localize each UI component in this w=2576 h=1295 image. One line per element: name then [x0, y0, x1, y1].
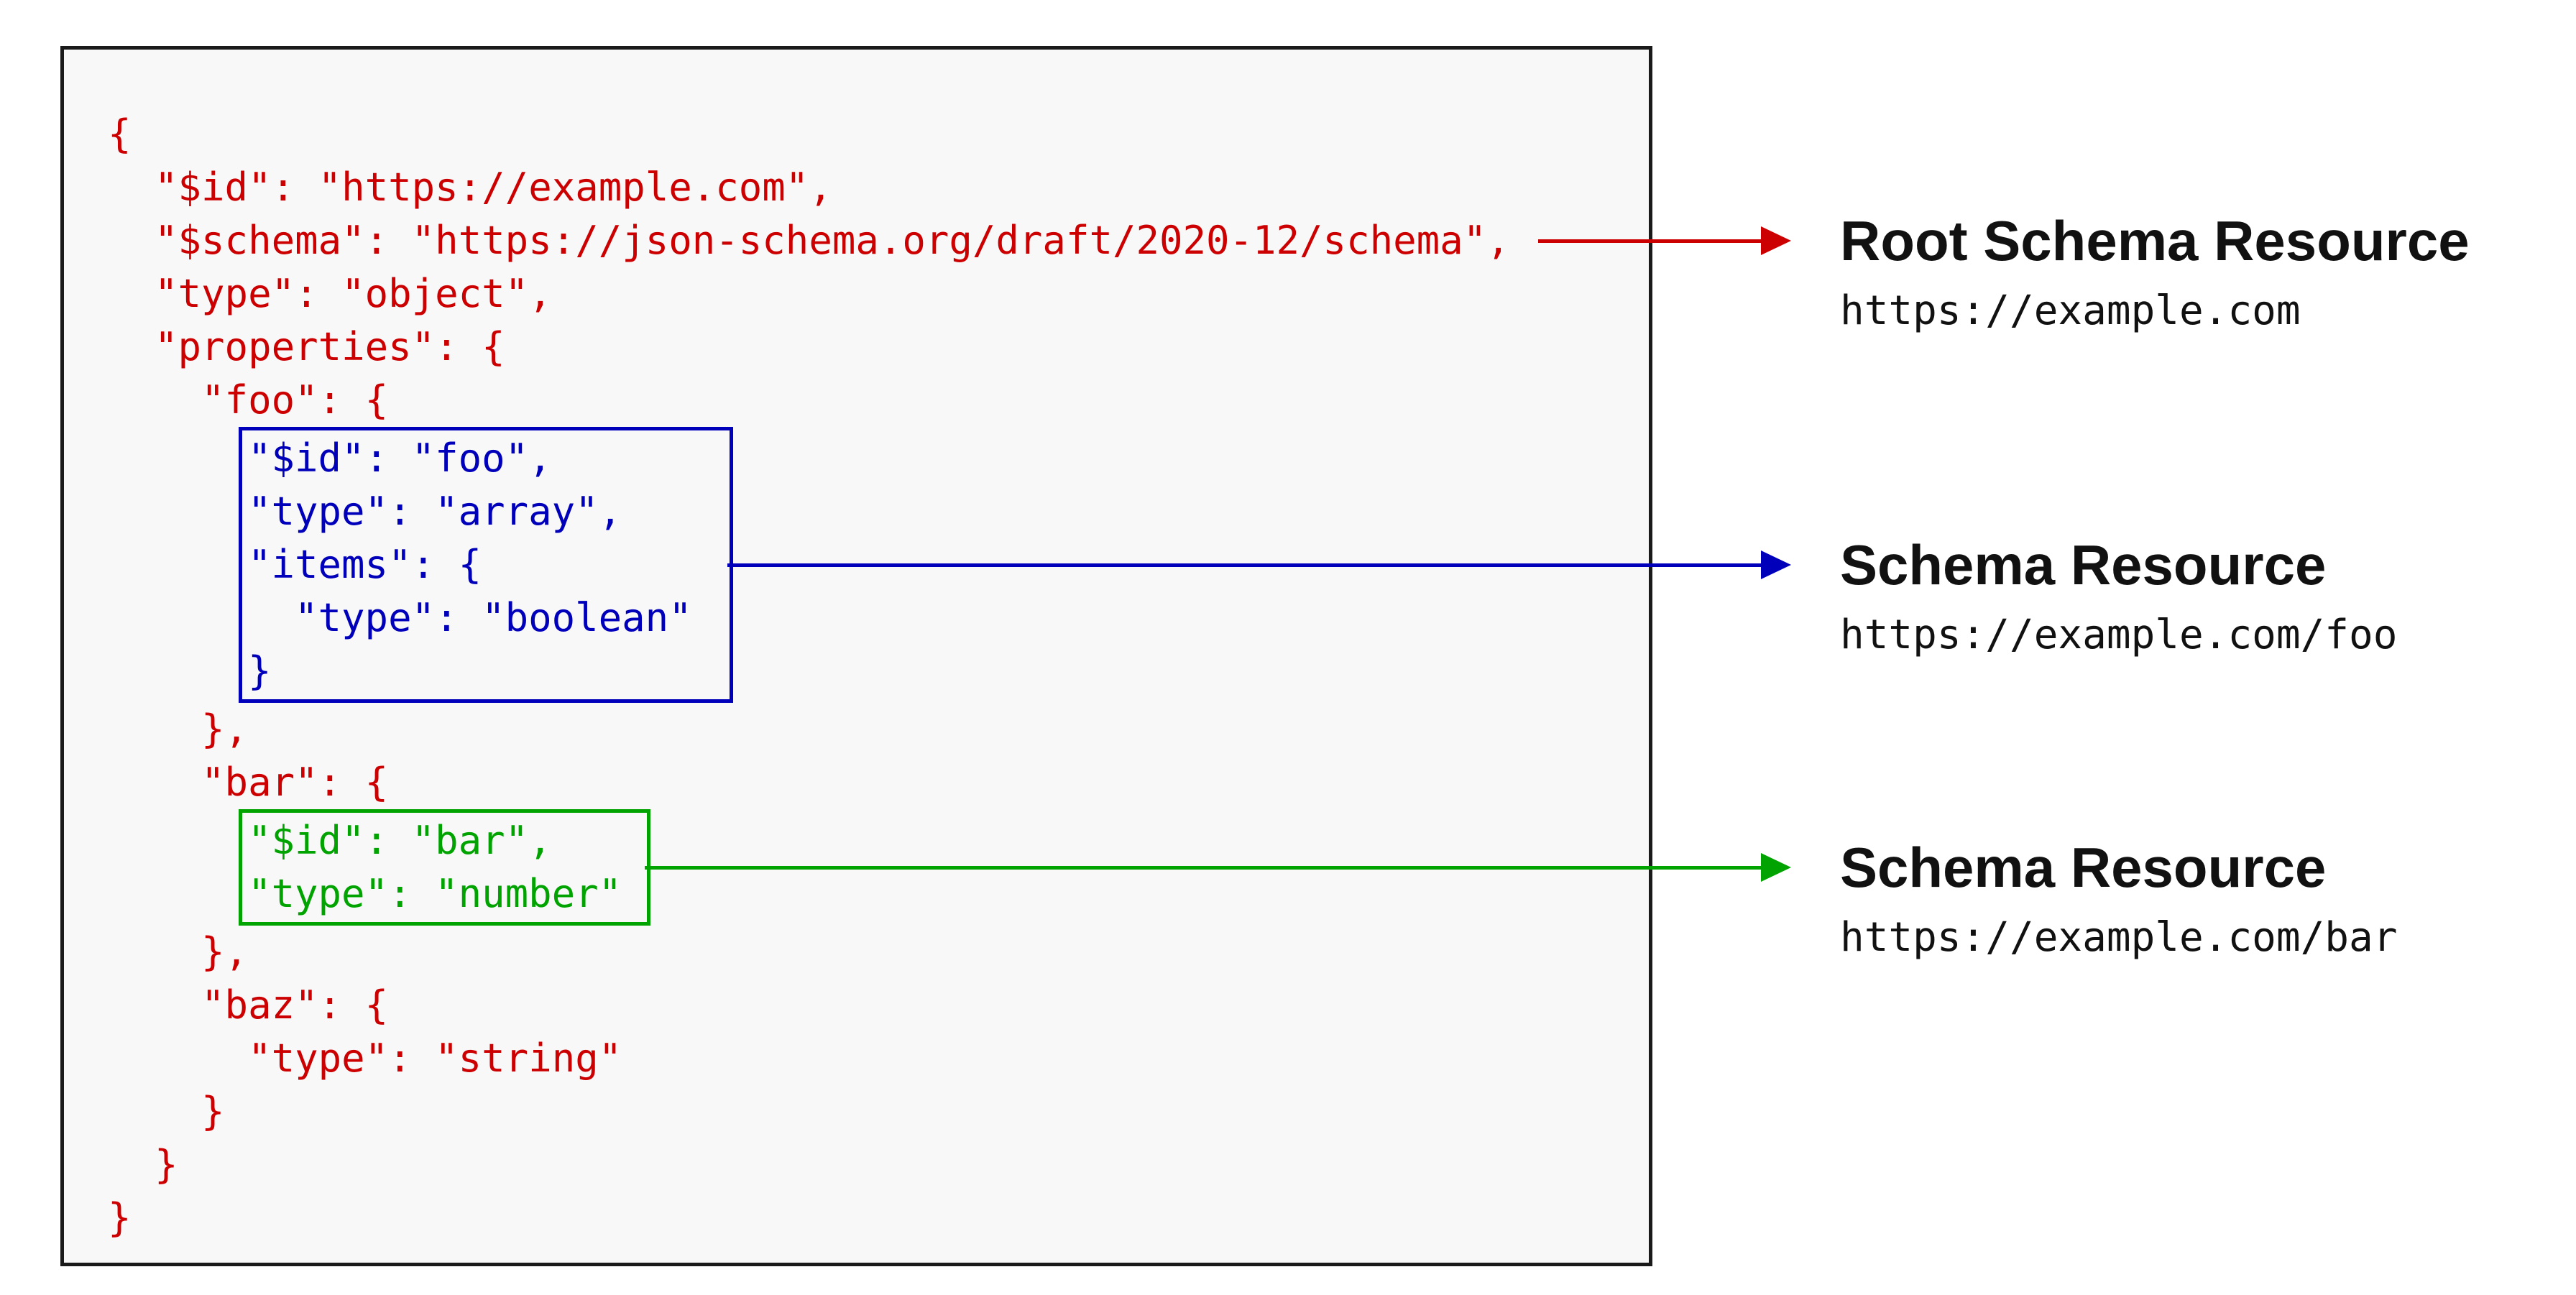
annotation-bar-schema-resource: Schema Resource https://example.com/bar [1840, 839, 2544, 959]
code-line: } [108, 1142, 178, 1187]
code-line: { [108, 111, 132, 157]
code-line: } [248, 648, 272, 693]
annotation-title: Schema Resource [1840, 836, 2327, 899]
annotation-url: https://example.com [1840, 287, 2301, 334]
arrow-line [1538, 239, 1761, 243]
arrow-head-icon [1761, 853, 1791, 882]
code-line: "properties": { [108, 324, 505, 369]
code-line: "$id": "foo", [248, 435, 552, 481]
code-line: "$id": "https://example.com", [108, 165, 832, 210]
arrow-head-icon [1761, 226, 1791, 255]
annotation-title: Root Schema Resource [1840, 209, 2470, 272]
code-line: }, [108, 706, 249, 752]
foo-schema-resource-box: "$id": "foo", "type": "array", "items": … [239, 427, 733, 703]
code-line: "type": "boolean" [248, 595, 692, 640]
annotation-url: https://example.com/foo [1840, 612, 2398, 658]
code-line: } [108, 1089, 225, 1134]
arrow-line [727, 563, 1761, 567]
code-line: "foo": { [108, 377, 389, 423]
arrow-head-icon [1761, 550, 1791, 579]
code-line: "bar": { [108, 760, 389, 805]
code-line: "type": "array", [248, 489, 622, 534]
code-line: "type": "string" [108, 1036, 622, 1081]
annotation-url: https://example.com/bar [1840, 914, 2398, 961]
code-line: }, [108, 929, 249, 974]
bar-schema-resource-box: "$id": "bar", "type": "number" [239, 809, 650, 926]
arrow-line [645, 866, 1761, 870]
code-line: "type": "number" [248, 871, 622, 916]
code-line: "items": { [248, 542, 482, 587]
annotation-root-schema-resource: Root Schema Resource https://example.com [1840, 212, 2544, 333]
schema-document-box [60, 46, 1652, 1266]
annotation-foo-schema-resource: Schema Resource https://example.com/foo [1840, 536, 2544, 657]
code-line: "$id": "bar", [248, 818, 552, 863]
annotation-title: Schema Resource [1840, 533, 2327, 596]
code-line: } [108, 1195, 132, 1240]
json-schema-code: { "$id": "https://example.com", "$schema… [108, 108, 1510, 1245]
code-line: "baz": { [108, 982, 389, 1028]
code-line: "type": "object", [108, 271, 552, 316]
code-line-schema-keyword: "$schema": "https://json-schema.org/draf… [108, 218, 1510, 263]
